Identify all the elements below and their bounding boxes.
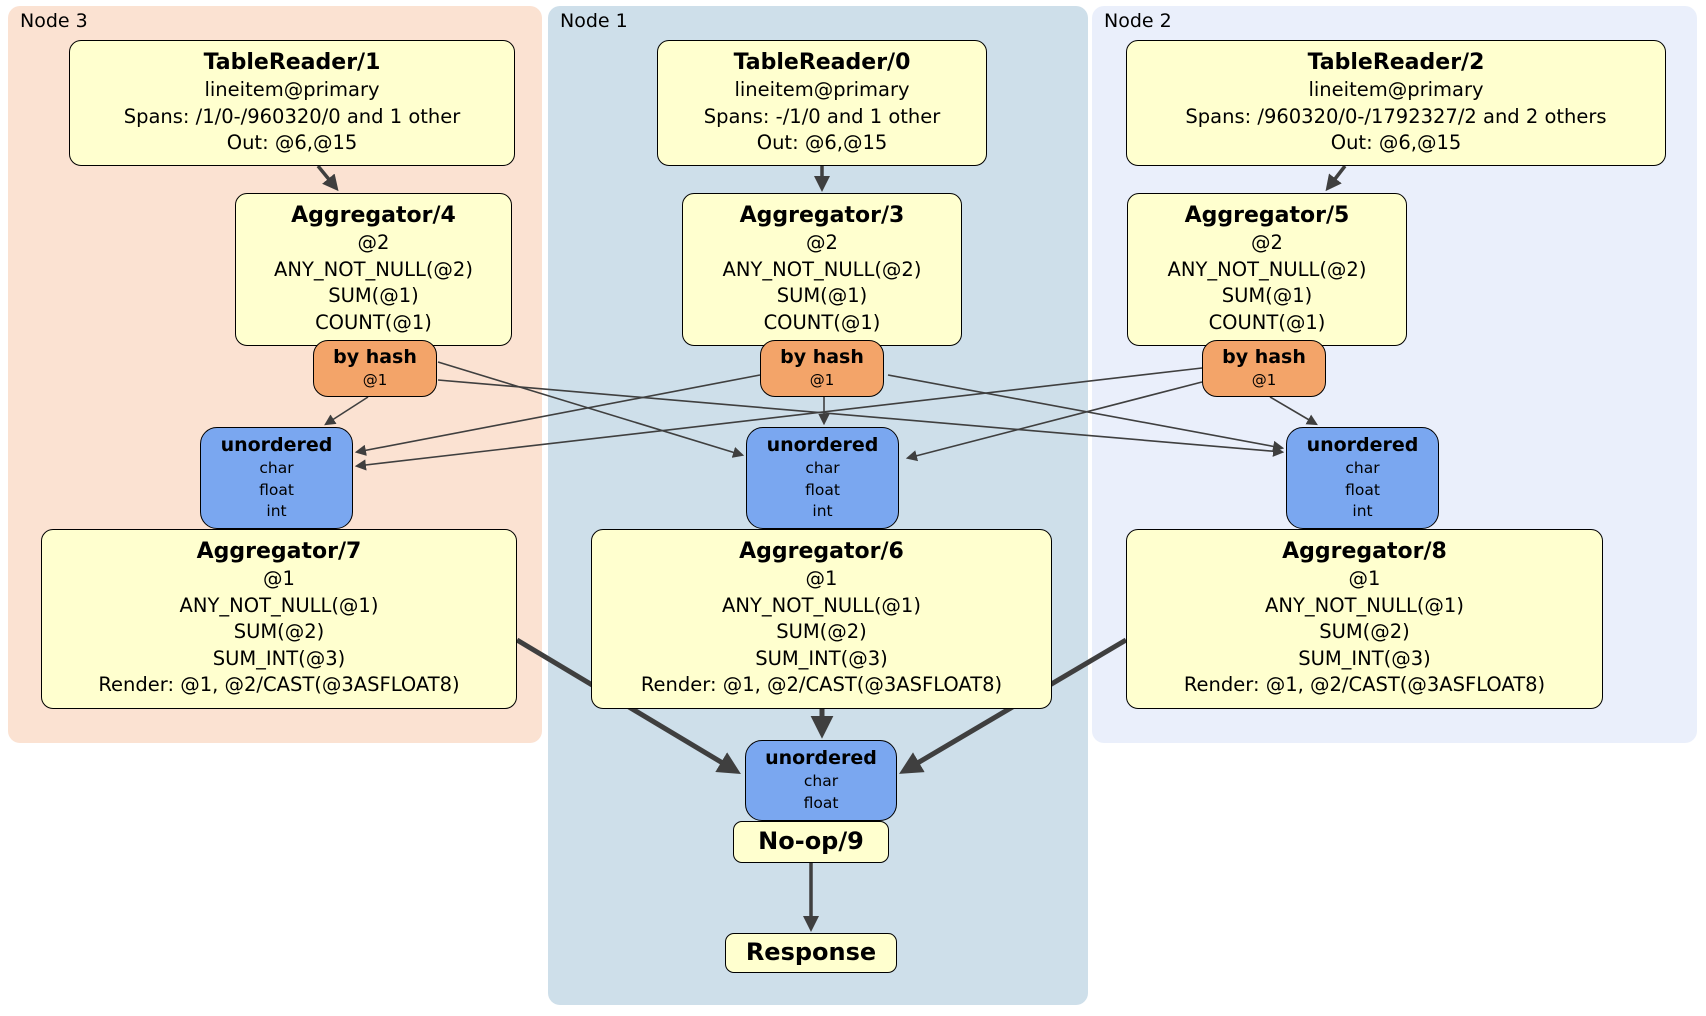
box-tablereader-0: TableReader/0 lineitem@primary Spans: -/… — [657, 40, 987, 166]
box-line: SUM(@1) — [328, 284, 419, 307]
box-line: ANY_NOT_NULL(@2) — [722, 257, 922, 281]
edge-hash3-sync3 — [324, 396, 369, 426]
box-line: @2 — [357, 231, 390, 254]
box-line: ANY_NOT_NULL(@2) — [274, 257, 473, 281]
box-title: Aggregator/4 — [291, 203, 456, 228]
router-line: @1 — [809, 371, 835, 389]
sync-line: char — [803, 772, 839, 790]
box-aggregator-4: Aggregator/4 @2 ANY_NOT_NULL(@2) SUM(@1)… — [235, 193, 512, 346]
box-tablereader-1: TableReader/1 lineitem@primary Spans: /1… — [69, 40, 515, 166]
box-line: SUM(@1) — [1221, 284, 1313, 307]
sync-title: unordered — [765, 747, 877, 769]
box-title: Aggregator/7 — [196, 539, 362, 564]
sync-title: unordered — [1306, 434, 1419, 456]
box-line: SUM_INT(@3) — [1298, 646, 1431, 670]
box-line: @2 — [1251, 231, 1283, 254]
box-noop-9: No-op/9 — [733, 821, 889, 863]
sync-line: char — [1345, 459, 1380, 477]
sync-line: int — [266, 502, 287, 520]
box-line: Out: @6,@15 — [226, 131, 358, 154]
box-line: SUM(@1) — [776, 284, 868, 307]
box-line: COUNT(@1) — [763, 310, 881, 334]
box-title: Aggregator/3 — [739, 203, 905, 228]
edge-hash2-sync2 — [1269, 396, 1318, 426]
box-line: Render: @1, @2/CAST(@3ASFLOAT8) — [98, 673, 460, 696]
box-line: SUM(@2) — [233, 620, 325, 643]
box-line: @1 — [805, 567, 838, 590]
box-tablereader-2: TableReader/2 lineitem@primary Spans: /9… — [1126, 40, 1666, 166]
box-line: SUM(@2) — [1319, 620, 1410, 643]
box-line: @1 — [263, 567, 295, 590]
sync-unordered-final: unordered char float — [745, 740, 897, 821]
panel-label-node1: Node 1 — [560, 10, 628, 32]
box-line: Render: @1, @2/CAST(@3ASFLOAT8) — [640, 673, 1003, 696]
router-by-hash-node2: by hash @1 — [1202, 340, 1326, 397]
router-title: by hash — [333, 346, 417, 368]
sync-line: int — [812, 502, 833, 520]
sync-line: float — [1345, 480, 1380, 499]
box-line: Spans: /1/0-/960320/0 and 1 other — [123, 104, 461, 128]
box-line: COUNT(@1) — [315, 310, 432, 334]
sync-title: unordered — [220, 434, 333, 456]
box-line: lineitem@primary — [734, 78, 910, 101]
box-line: ANY_NOT_NULL(@2) — [1167, 257, 1367, 281]
sync-unordered-node2: unordered char float int — [1286, 427, 1439, 529]
panel-label-node2: Node 2 — [1104, 10, 1172, 32]
box-line: Out: @6,@15 — [1330, 131, 1462, 154]
edge-hash2-sync3 — [354, 367, 1203, 471]
box-line: lineitem@primary — [1308, 78, 1484, 101]
box-title: TableReader/0 — [733, 50, 911, 75]
box-line: Render: @1, @2/CAST(@3ASFLOAT8) — [1183, 673, 1546, 696]
box-line: SUM_INT(@3) — [755, 646, 888, 670]
panel-label-node3: Node 3 — [20, 10, 88, 32]
sync-line: float — [805, 480, 840, 499]
box-title: Aggregator/5 — [1184, 203, 1350, 228]
box-line: @1 — [1348, 567, 1381, 590]
edge-hash3-sync2 — [437, 379, 1285, 457]
sync-line: int — [1352, 502, 1373, 520]
box-line: lineitem@primary — [204, 78, 380, 101]
sync-title: unordered — [766, 434, 879, 456]
sync-line: float — [803, 793, 839, 812]
box-response: Response — [725, 933, 897, 973]
box-aggregator-5: Aggregator/5 @2 ANY_NOT_NULL(@2) SUM(@1)… — [1127, 193, 1407, 346]
sync-unordered-node3: unordered char float int — [200, 427, 353, 529]
router-title: by hash — [1222, 346, 1306, 368]
box-line: ANY_NOT_NULL(@1) — [722, 593, 921, 617]
box-line: SUM_INT(@3) — [212, 646, 346, 670]
box-title: Aggregator/6 — [739, 539, 904, 564]
router-line: @1 — [1251, 371, 1277, 389]
router-by-hash-node1: by hash @1 — [760, 340, 884, 397]
router-line: @1 — [362, 371, 388, 389]
box-title: TableReader/1 — [203, 50, 381, 75]
edge-hash1-sync3 — [354, 374, 761, 456]
sync-unordered-node1: unordered char float int — [746, 427, 899, 529]
box-line: COUNT(@1) — [1208, 310, 1326, 334]
box-title: Response — [745, 938, 877, 966]
box-title: No-op/9 — [758, 827, 864, 855]
router-title: by hash — [780, 346, 864, 368]
box-line: SUM(@2) — [776, 620, 867, 643]
box-line: @2 — [806, 231, 838, 254]
box-aggregator-3: Aggregator/3 @2 ANY_NOT_NULL(@2) SUM(@1)… — [682, 193, 962, 346]
box-aggregator-7: Aggregator/7 @1 ANY_NOT_NULL(@1) SUM(@2)… — [41, 529, 517, 709]
box-line: Spans: -/1/0 and 1 other — [703, 104, 941, 128]
box-aggregator-6: Aggregator/6 @1 ANY_NOT_NULL(@1) SUM(@2)… — [591, 529, 1052, 709]
edge-tr1-agg4 — [316, 164, 339, 192]
router-by-hash-node3: by hash @1 — [313, 340, 437, 397]
sync-line: float — [259, 480, 294, 499]
box-title: Aggregator/8 — [1282, 539, 1447, 564]
box-title: TableReader/2 — [1307, 50, 1485, 75]
edge-tr2-agg5 — [1325, 164, 1347, 192]
box-line: Spans: /960320/0-/1792327/2 and 2 others — [1185, 104, 1607, 128]
edge-hash2-sync1 — [905, 381, 1203, 462]
edge-hash3-sync1 — [437, 361, 745, 458]
sync-line: char — [259, 459, 294, 477]
box-aggregator-8: Aggregator/8 @1 ANY_NOT_NULL(@1) SUM(@2)… — [1126, 529, 1603, 709]
box-line: ANY_NOT_NULL(@1) — [1265, 593, 1464, 617]
box-line: ANY_NOT_NULL(@1) — [179, 593, 379, 617]
box-line: Out: @6,@15 — [756, 131, 888, 154]
sync-line: char — [805, 459, 840, 477]
